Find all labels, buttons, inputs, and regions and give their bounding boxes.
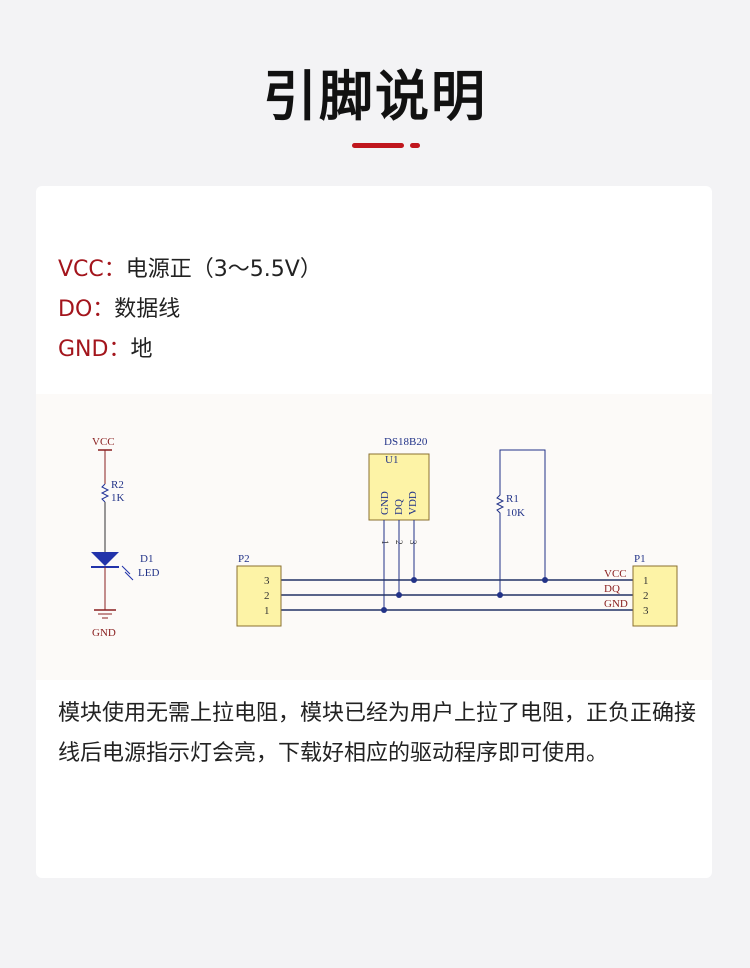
d1-label: D1 [140,553,153,565]
r1-label: R1 [506,493,519,505]
title-underline-dot [410,143,420,148]
junction [411,577,417,583]
led-arrow [124,571,134,581]
d1-value: LED [138,567,159,579]
pin-sep: ： [92,297,115,322]
pin-list: VCC：电源正（3～5.5V） DO：数据线 GND：地 [58,250,322,370]
u1-pin-num: 3 [408,540,418,545]
p2-pin: 1 [264,605,270,617]
r2-label: R2 [111,479,124,491]
p2-label: P2 [238,553,250,565]
page-title: 引脚说明 [263,65,487,128]
junction [542,577,548,583]
p1-label: P1 [634,553,646,565]
vcc-label: VCC [92,436,115,448]
resistor-r1-icon [495,449,546,595]
pin-desc: 地 [130,337,153,362]
net-label: DQ [604,583,620,595]
pin-desc: 数据线 [114,297,181,322]
resistor-r2-icon [100,483,110,503]
u1-pin-label: DQ [393,499,405,515]
pin-name: DO [58,297,93,322]
u1-pin-label: GND [379,491,391,515]
p1-pin: 3 [643,605,649,617]
led-icon [91,552,119,566]
pin-do: DO：数据线 [58,290,322,330]
junction [381,607,387,613]
pin-desc: 电源正（3～5.5V） [125,257,322,282]
u1-pin-label: VDD [407,491,419,515]
pin-sep: ： [103,257,126,282]
pin-vcc: VCC：电源正（3～5.5V） [58,250,322,290]
p2-pin: 3 [264,575,270,587]
junction [497,592,503,598]
pin-gnd: GND：地 [58,330,322,370]
r2-value: 1K [111,492,125,504]
title-underline [352,143,404,148]
pin-name: VCC [58,257,104,282]
u1-part: DS18B20 [384,436,428,448]
gnd-label: GND [92,627,116,639]
led-arrow [121,565,131,575]
net-label: GND [604,598,628,610]
p2-connector [236,565,282,627]
u1-label: U1 [385,454,398,466]
p1-pin: 2 [643,590,649,602]
p1-connector [632,565,678,627]
p2-pin: 2 [264,590,270,602]
u1-body [368,453,430,521]
p1-pin: 1 [643,575,649,587]
u1-pin-num: 1 [380,540,390,545]
schematic-area [36,394,712,680]
net-label: VCC [604,568,627,580]
pin-sep: ： [108,337,131,362]
description-text: 模块使用无需上拉电阻，模块已经为用户上拉了电阻，正负正确接线后电源指示灯会亮，下… [58,701,697,766]
r1-value: 10K [506,507,525,519]
pin-name: GND [58,337,109,362]
junction [396,592,402,598]
